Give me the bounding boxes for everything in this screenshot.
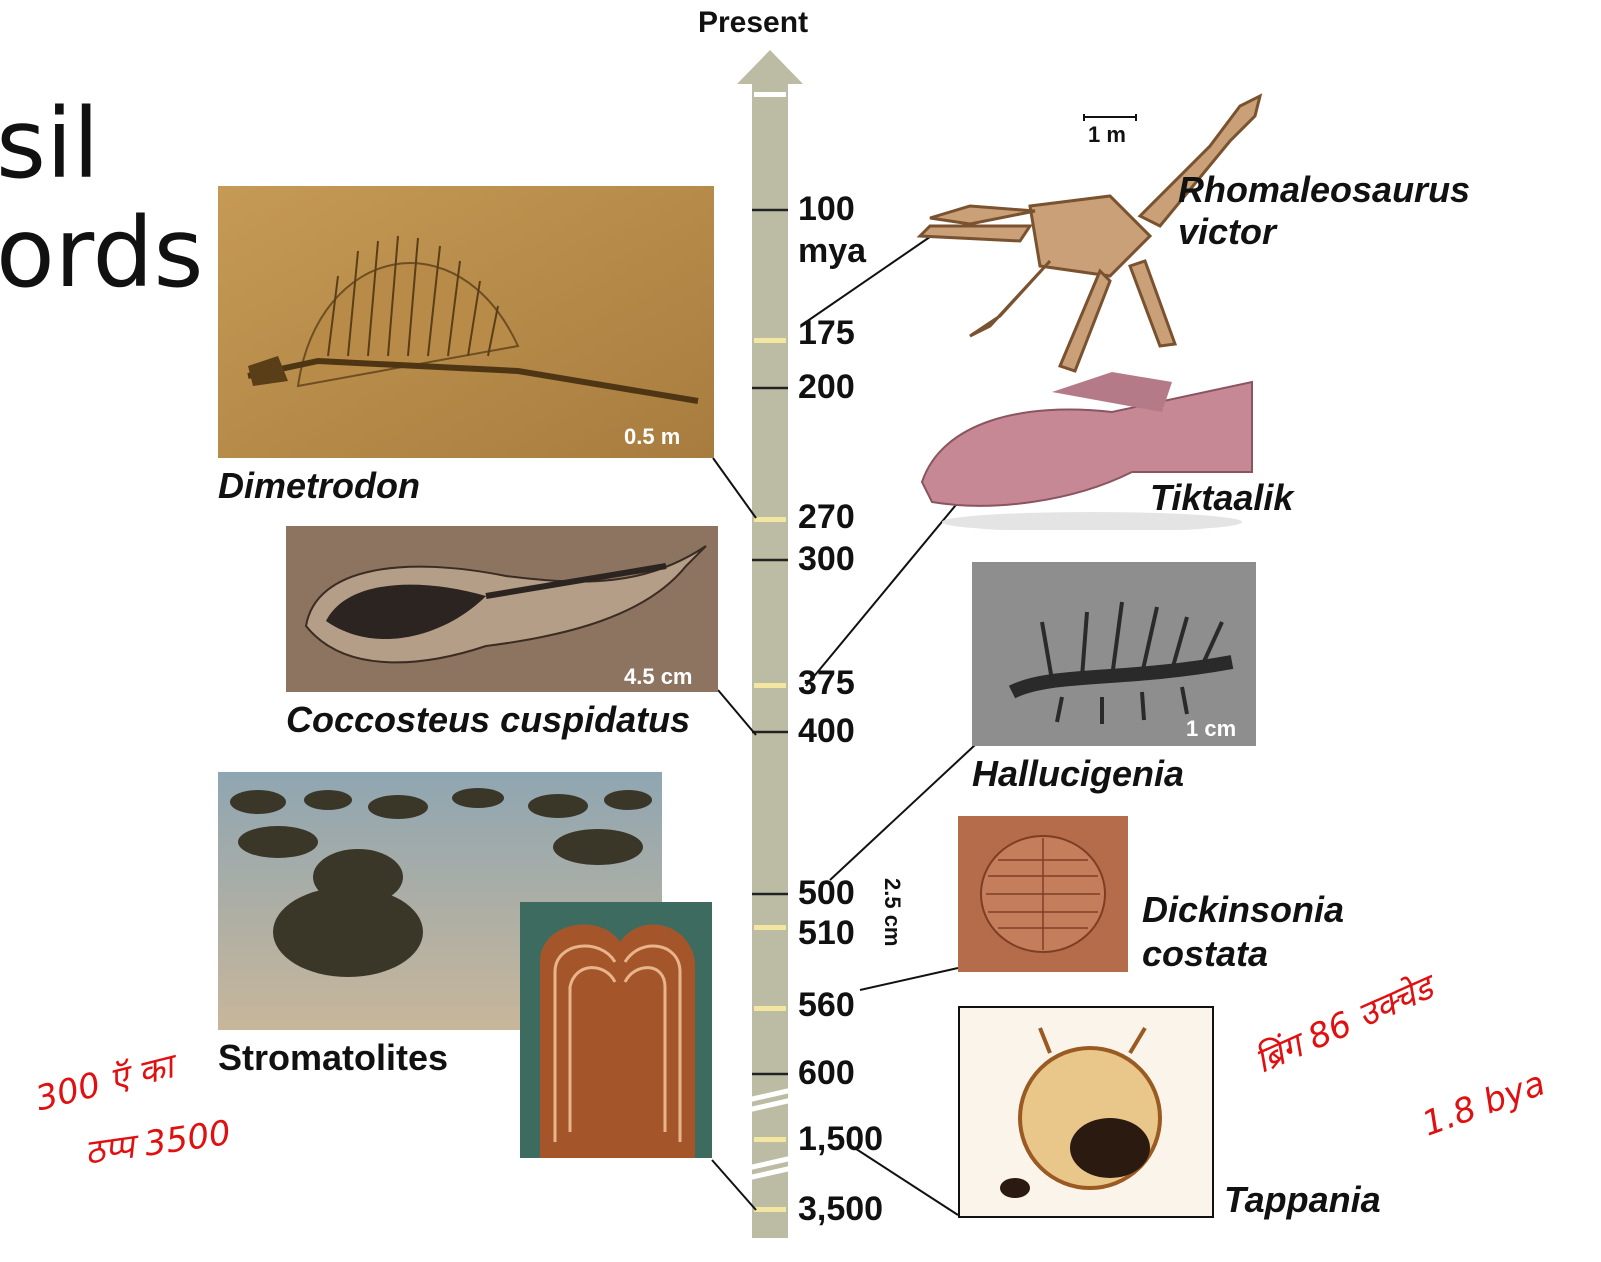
coccosteus-label: Coccosteus cuspidatus xyxy=(286,700,690,740)
dimetrodon-scale: 0.5 m xyxy=(624,424,680,450)
rhomaleosaurus-scalebar xyxy=(1082,112,1138,122)
tappania-photo xyxy=(958,1006,1214,1218)
dickinsonia-label-line1: Dickinsonia xyxy=(1142,890,1344,930)
rhomaleosaurus-label-line2: victor xyxy=(1178,212,1276,252)
rhomaleosaurus-label-line1: Rhomaleosaurus xyxy=(1178,170,1470,210)
dickinsonia-label-line2: costata xyxy=(1142,934,1268,974)
hallucigenia-scale: 1 cm xyxy=(1186,716,1236,742)
coccosteus-scale: 4.5 cm xyxy=(624,664,693,690)
tiktaalik-label: Tiktaalik xyxy=(1150,478,1293,518)
dimetrodon-label: Dimetrodon xyxy=(218,466,420,506)
stromatolites-label: Stromatolites xyxy=(218,1038,448,1078)
dimetrodon-photo xyxy=(218,186,714,458)
dickinsonia-scale: 2.5 cm xyxy=(879,878,905,947)
stromatolite-section-photo xyxy=(520,902,712,1158)
hallucigenia-label: Hallucigenia xyxy=(972,754,1184,794)
dickinsonia-photo xyxy=(958,816,1128,972)
tappania-label: Tappania xyxy=(1224,1180,1381,1220)
rhomaleosaurus-scale: 1 m xyxy=(1088,122,1126,148)
